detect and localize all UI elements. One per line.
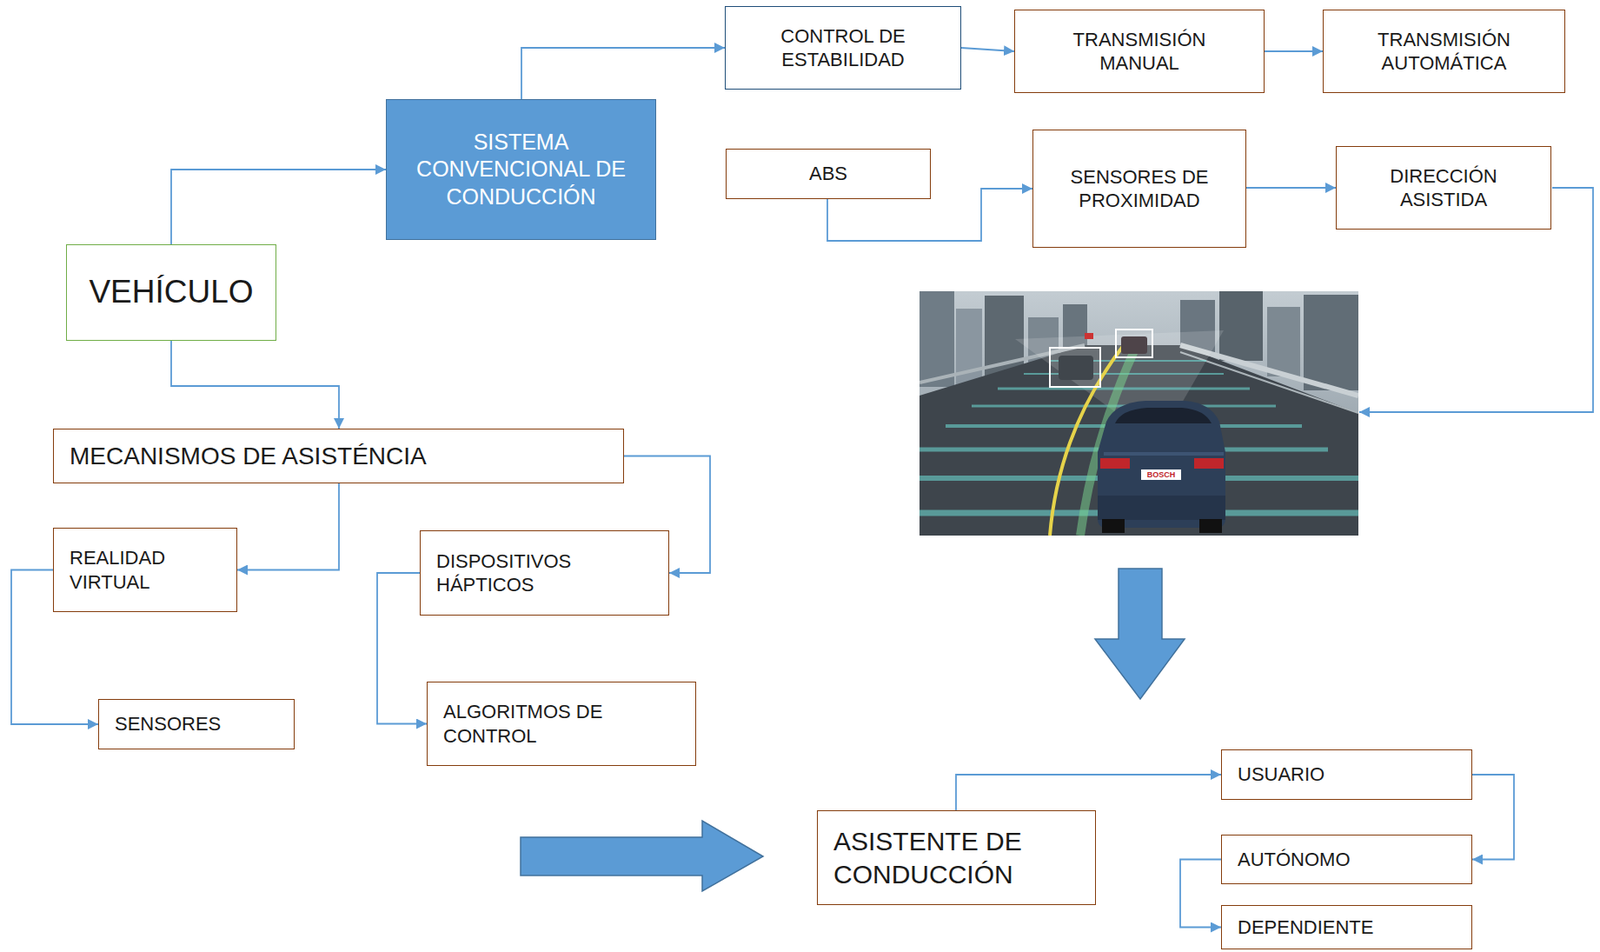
- box-label: ALGORITMOS DE CONTROL: [443, 699, 635, 748]
- feature-box: TRANSMISIÓN MANUAL: [1014, 9, 1265, 93]
- sky: [919, 291, 1359, 536]
- box-label: DISPOSITIVOS HÁPTICOS: [436, 549, 628, 598]
- box-label: ASISTENTE DE CONDUCCIÓN: [833, 824, 1060, 890]
- box-label: ABS: [809, 161, 848, 186]
- connector-arrow: [521, 47, 725, 100]
- block-arrow-right: [520, 820, 764, 891]
- box-label: USUARIO: [1237, 762, 1325, 787]
- category-box: MECANISMOS DE ASISTÉNCIA: [53, 428, 625, 484]
- box-label: MECANISMOS DE ASISTÉNCIA: [69, 440, 427, 472]
- box-label: SENSORES: [114, 711, 221, 737]
- box-label: SENSORES DE PROXIMIDAD: [1052, 165, 1227, 213]
- text-group: ABS: [809, 161, 848, 186]
- mode-box: AUTÓNOMO: [1221, 834, 1473, 884]
- feature-box: TRANSMISIÓN AUTOMÁTICA: [1322, 9, 1566, 93]
- connector-arrow: [171, 169, 386, 245]
- category-box: SISTEMA CONVENCIONAL DE CONDUCCIÓN: [385, 99, 657, 240]
- guard-rail: [1180, 351, 1359, 413]
- connector-arrow: [1180, 859, 1222, 928]
- text-group: DEPENDIENTE: [1237, 915, 1374, 940]
- connector-arrow: [1246, 186, 1336, 189]
- feature-box: DIRECCIÓN ASISTIDA: [1335, 146, 1552, 230]
- text-group: DISPOSITIVOS HÁPTICOS: [436, 549, 628, 598]
- mode-box: USUARIO: [1221, 749, 1473, 800]
- text-group: SENSORES: [114, 711, 221, 737]
- detection-box: [1049, 347, 1101, 387]
- text-group: ALGORITMOS DE CONTROL: [443, 699, 635, 748]
- mode-box: DEPENDIENTE: [1221, 904, 1473, 950]
- text-group: DIRECCIÓN ASISTIDA: [1356, 164, 1531, 213]
- text-group: REALIDAD VIRTUAL: [69, 545, 218, 594]
- connector-arrow: [237, 483, 339, 571]
- text-group: USUARIO: [1237, 762, 1325, 787]
- text-group: AUTÓNOMO: [1237, 847, 1351, 872]
- result-box: ASISTENTE DE CONDUCCIÓN: [816, 809, 1096, 905]
- block-arrow-down: [1095, 568, 1185, 699]
- connector-arrow: [956, 774, 1222, 810]
- main-car: [1097, 400, 1226, 533]
- box-label: DEPENDIENTE: [1237, 915, 1374, 940]
- process-box: REALIDAD VIRTUAL: [53, 527, 238, 612]
- text-group: MECANISMOS DE ASISTÉNCIA: [69, 440, 427, 472]
- connector-arrow: [171, 340, 339, 429]
- text-group: ASISTENTE DE CONDUCCIÓN: [833, 824, 1060, 890]
- text-group: VEHÍCULO: [88, 272, 253, 313]
- box-label: VEHÍCULO: [88, 272, 253, 313]
- box-label: DIRECCIÓN ASISTIDA: [1356, 164, 1531, 213]
- road-photo: [919, 291, 1359, 536]
- process-box: DISPOSITIVOS HÁPTICOS: [419, 530, 670, 616]
- text-group: SISTEMA CONVENCIONAL DE CONDUCCIÓN: [412, 128, 631, 211]
- text-group: SENSORES DE PROXIMIDAD: [1052, 165, 1227, 213]
- connector-arrow: [961, 47, 1015, 52]
- box-label: REALIDAD VIRTUAL: [69, 545, 218, 594]
- detection-box: [1115, 329, 1153, 358]
- connector-arrow: [1264, 50, 1323, 53]
- box-label: TRANSMISIÓN AUTOMÁTICA: [1344, 27, 1545, 76]
- feature-box: CONTROL DE ESTABILIDAD: [724, 6, 962, 90]
- feature-box: SENSORES DE PROXIMIDAD: [1032, 129, 1247, 248]
- box-label: SISTEMA CONVENCIONAL DE CONDUCCIÓN: [412, 128, 631, 211]
- root-box: VEHÍCULO: [66, 244, 277, 341]
- process-box: ALGORITMOS DE CONTROL: [426, 681, 697, 766]
- text-group: CONTROL DE ESTABILIDAD: [743, 24, 943, 73]
- text-group: TRANSMISIÓN AUTOMÁTICA: [1344, 27, 1545, 76]
- box-label: AUTÓNOMO: [1237, 847, 1351, 872]
- feature-box: ABS: [725, 148, 931, 200]
- connector-arrow: [1472, 774, 1514, 860]
- road: [919, 345, 1359, 536]
- brand-label: BOSCH: [1141, 469, 1182, 480]
- box-label: CONTROL DE ESTABILIDAD: [743, 24, 943, 73]
- process-box: SENSORES: [98, 698, 295, 750]
- text-group: TRANSMISIÓN MANUAL: [1039, 27, 1240, 76]
- car: [1084, 332, 1094, 339]
- box-label: TRANSMISIÓN MANUAL: [1039, 27, 1240, 76]
